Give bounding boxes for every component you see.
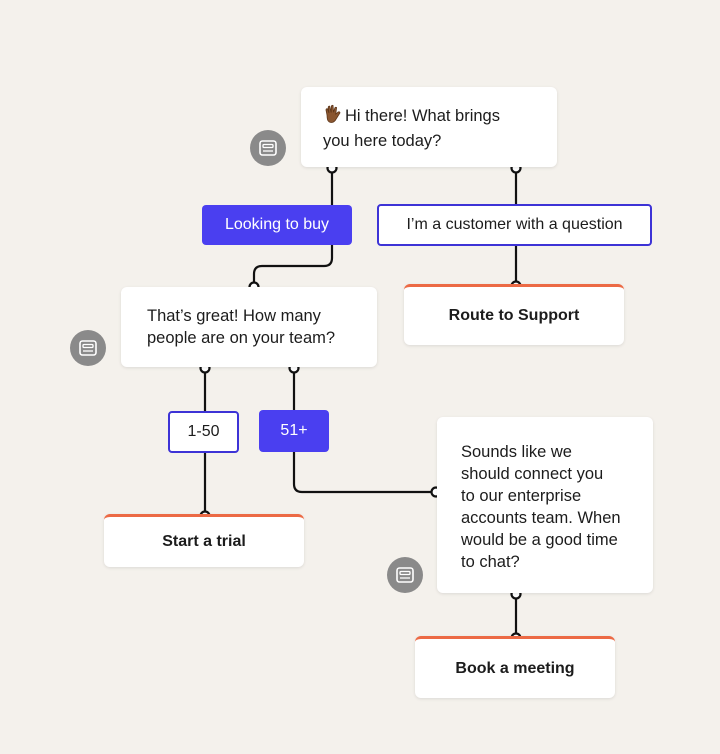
enterprise-text-3: to our enterprise [461,487,582,505]
enterprise-text-4: accounts team. When [461,509,621,527]
greeting-line-1: Hi there! What brings [323,104,535,130]
start-trial-label: Start a trial [162,533,246,550]
option-51-plus[interactable]: 51+ [259,410,329,452]
chatbot-icon [250,130,286,166]
chatbot-icon [387,557,423,593]
connector-buy-to-team-question [252,242,334,287]
enterprise-text-2: should connect you [461,465,604,483]
team-size-question-card: That’s great! How many people are on you… [121,287,377,367]
option-customer-question-label: I’m a customer with a question [406,216,623,233]
option-1-50-label: 1-50 [187,423,220,440]
option-51-plus-label: 51+ [280,422,308,439]
connector-team-to-large [292,368,436,494]
option-customer-question[interactable]: I’m a customer with a question [377,204,652,246]
chatbot-icon [70,330,106,366]
greeting-text-1: Hi there! What brings [345,107,500,125]
greeting-text-2: you here today? [323,132,442,150]
enterprise-text-5: would be a good time [461,531,618,549]
enterprise-text-6: to chat? [461,553,520,571]
route-to-support-action[interactable]: Route to Support [404,284,624,345]
greeting-message-card: Hi there! What brings you here today? [301,87,557,167]
start-trial-action[interactable]: Start a trial [104,514,304,567]
team-question-text-2: people are on your team? [147,329,336,347]
waving-hand-icon [323,104,343,130]
book-meeting-label: Book a meeting [455,659,575,677]
team-question-text-1: That’s great! How many [147,307,321,325]
enterprise-text-1: Sounds like we [461,443,572,461]
option-1-50[interactable]: 1-50 [168,411,239,453]
enterprise-message-card: Sounds like we should connect you to our… [437,417,653,593]
option-looking-to-buy[interactable]: Looking to buy [202,205,352,245]
option-looking-to-buy-label: Looking to buy [224,216,330,233]
book-meeting-action[interactable]: Book a meeting [415,636,615,698]
route-to-support-label: Route to Support [448,307,580,324]
